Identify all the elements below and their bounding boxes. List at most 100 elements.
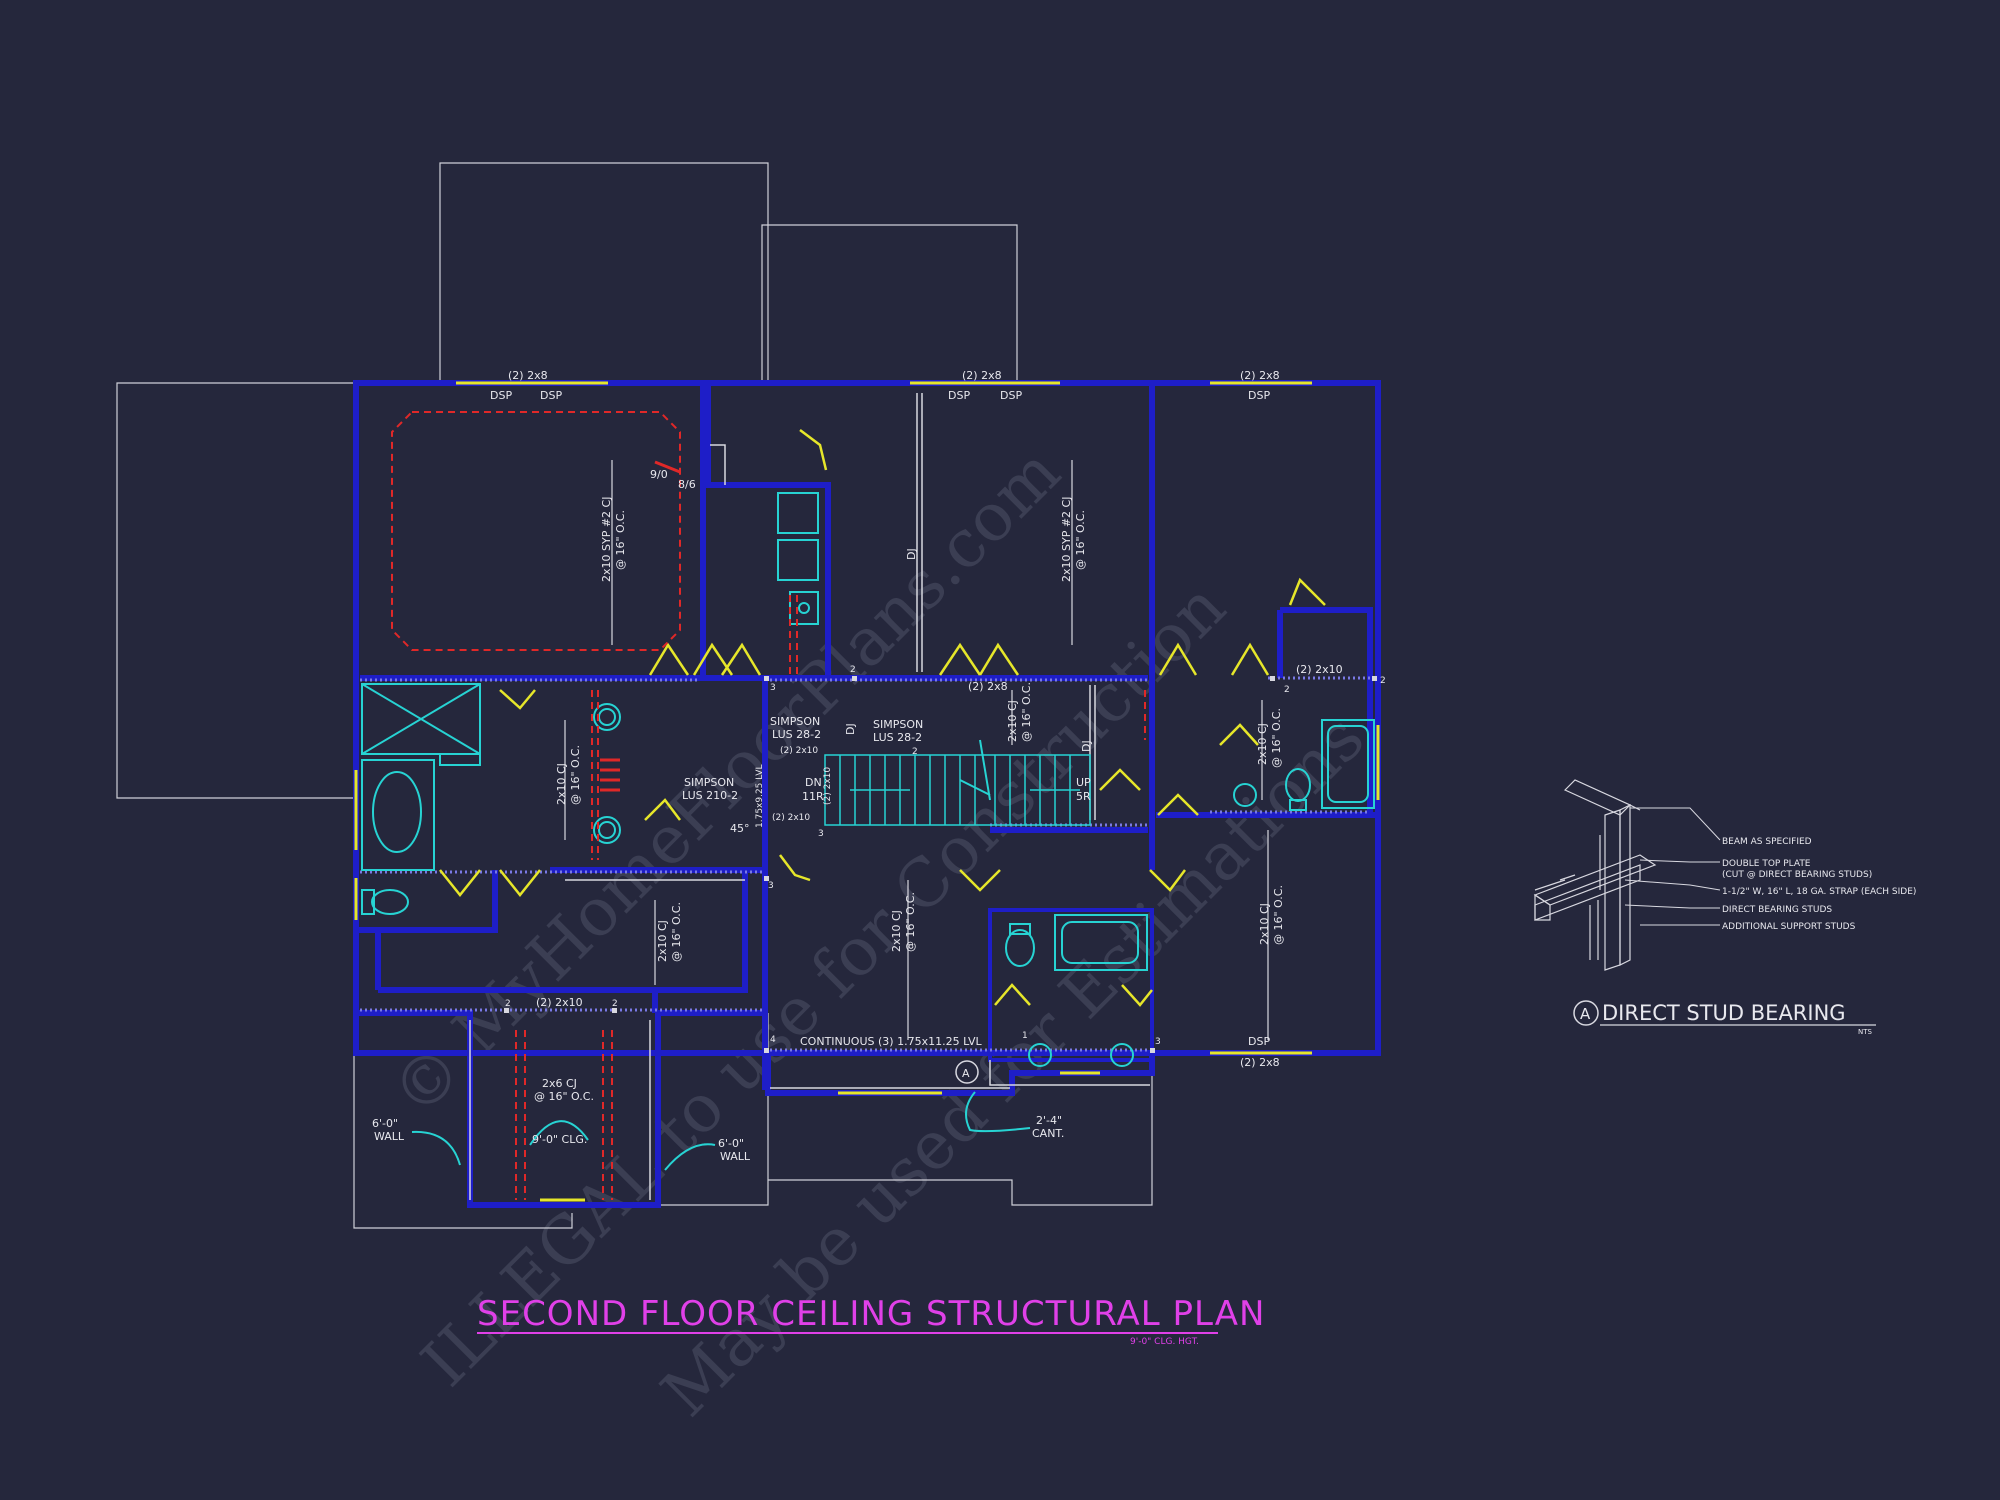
wall-label: WALL [374,1130,405,1143]
header-label: (2) 2x8 [962,369,1002,382]
sink-icon-bath3 [1233,783,1257,807]
wall-height-label: 6'-0" [372,1117,398,1130]
dsp-label: DSP [540,389,562,402]
section-marker-a: A [955,1060,979,1084]
walls [353,380,1381,1208]
toilet-icon-master [371,889,409,915]
detail-direct-stud-bearing: BEAM AS SPECIFIED DOUBLE TOP PLATE (CUT … [1533,779,1916,1036]
joist-label: 2x10 CJ [890,910,903,952]
detail-callout: (CUT @ DIRECT BEARING STUDS) [1722,870,1872,880]
joist-label: @ 16" O.C. [1272,885,1285,945]
dj-label: DJ [844,723,857,735]
wall-leader-l [411,1130,461,1166]
sink-icon-hall-1 [1028,1043,1052,1067]
fixtures [361,492,1375,1171]
post-number: 2 [850,665,856,675]
detail-title: DIRECT STUD BEARING [1602,1001,1846,1025]
simpson-label: LUS 28-2 [772,728,821,741]
simpson-label: SIMPSON [873,718,923,731]
bath3-tub-icon [1321,719,1375,809]
plan-labels: (2) 2x8 DSP DSP (2) 2x8 DSP DSP (2) 2x8 … [372,369,1386,1163]
bonus-clg-leader [529,1120,589,1146]
simpson-label: SIMPSON [770,715,820,728]
stair-dn-risers: 11R [802,790,824,803]
dj-label: DJ [905,548,918,560]
vault-label: 9/0 [650,468,668,481]
joist-label: @ 16" O.C. [614,510,627,570]
joist-label: @ 16" O.C. [904,892,917,952]
joist-span-lines [564,460,1269,1040]
master-tub-icon [372,771,422,853]
detail-leaders [1624,807,1721,926]
post-number: 1 [1022,1031,1028,1041]
joist-label: 2x10 CJ [1006,700,1019,742]
stair-dn-label: DN [805,776,822,789]
joist-label: @ 16" O.C. [1020,682,1033,742]
post-number: 2 [612,999,618,1009]
header-label: (2) 2x8 [1240,1056,1280,1069]
vault-hatch [600,460,681,792]
detail-callout: DIRECT BEARING STUDS [1722,905,1832,915]
header-label: (2) 2x10 [780,746,818,756]
angle-label: 45° [730,822,750,835]
joist-label: @ 16" O.C. [569,745,582,805]
header-label: (2) 2x8 [968,680,1008,693]
post-number: 3 [1155,1037,1161,1047]
laundry-washer-icon [777,492,819,534]
dsp-label: DSP [1000,389,1022,402]
dsp-label: DSP [948,389,970,402]
section-marker-label: A [962,1067,970,1080]
vault-label: 8/6 [678,478,696,491]
posts [504,676,1377,1053]
joist-label: 2x6 CJ [542,1077,577,1090]
wall-leader-r [664,1143,716,1171]
simpson-label: LUS 210-2 [682,789,738,802]
post-number: 3 [768,881,774,891]
post-number: 2 [1284,685,1290,695]
stair-diag [979,739,991,801]
watermark: © MyHomeFloorPlans.com ILLEGAL to use fo… [377,433,1379,1431]
post-number: 2 [505,999,511,1009]
detail-callout: 1-1/2" W, 16" L, 18 GA. STRAP (EACH SIDE… [1722,887,1916,897]
simpson-label: SIMPSON [684,776,734,789]
sink-icon-master-1 [593,703,621,731]
door-swings [439,429,1326,1007]
simpson-label: LUS 28-2 [873,731,922,744]
laundry-dryer-icon [777,539,819,581]
detail-callout: DOUBLE TOP PLATE [1722,859,1811,869]
joist-label: @ 16" O.C. [670,902,683,962]
title-block: SECOND FLOOR CEILING STRUCTURAL PLAN 9'-… [477,1294,1265,1347]
joist-label: 2x10 CJ [555,763,568,805]
dsp-label: DSP [1248,1035,1270,1048]
post-number: 2 [912,747,918,757]
joist-label: 2x10 CJ [1256,723,1269,765]
wall-height-label: 6'-0" [718,1137,744,1150]
header-label: (2) 2x10 [823,767,833,805]
wall-label: WALL [720,1150,751,1163]
post-number: 4 [770,1035,776,1045]
hall-bath-tub-icon [1054,914,1148,971]
header-label: (2) 2x10 [772,813,810,823]
header-label: (2) 2x8 [1240,369,1280,382]
page-subtitle: 9'-0" CLG. HGT. [1130,1337,1199,1347]
detail-callout: BEAM AS SPECIFIED [1722,837,1812,847]
sink-icon-master-2 [593,816,621,844]
page-title: SECOND FLOOR CEILING STRUCTURAL PLAN [477,1294,1265,1334]
toilet-icon-hall [1005,929,1035,967]
dsp-label: DSP [490,389,512,402]
joist-label: @ 16" O.C. [1270,708,1283,768]
dsp-label: DSP [1248,389,1270,402]
joist-label: @ 16" O.C. [1074,510,1087,570]
post-number: 3 [770,683,776,693]
ceiling-height-label: 9'-0" CLG. [532,1133,587,1146]
joist-label: 2x10 SYP #2 CJ [600,497,613,582]
tub-rect [361,759,435,871]
joist-label: @ 16" O.C. [534,1090,594,1103]
stair-up-label: UP [1076,776,1091,789]
leader-line [965,1091,1031,1133]
cantilever-label: 2'-4" [1036,1114,1062,1127]
detail-scale: NTS [1858,1028,1873,1036]
detail-tag: A [1580,1005,1591,1023]
vault-outline [391,411,1146,1200]
